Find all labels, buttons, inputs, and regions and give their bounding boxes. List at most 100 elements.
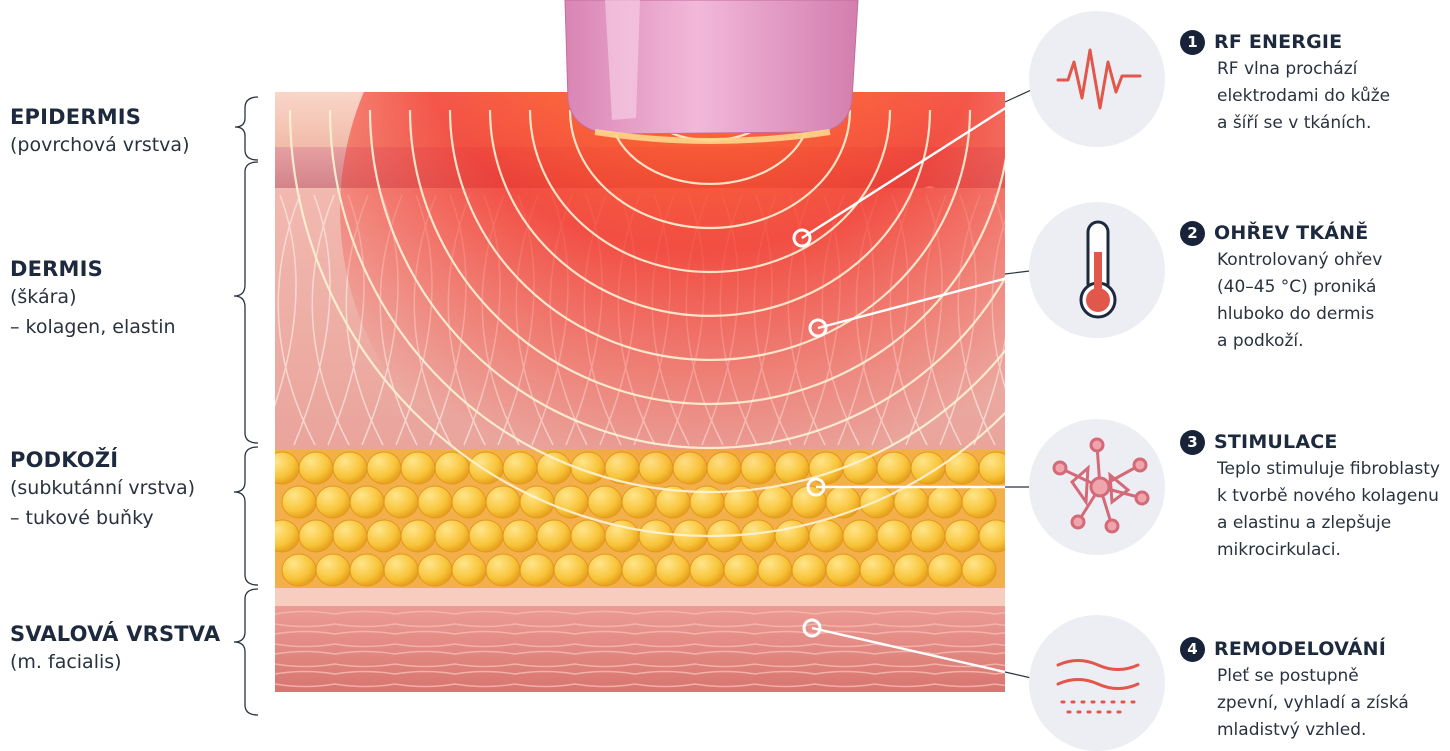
step-icon-3 bbox=[1029, 419, 1165, 555]
step-header: 2 OHŘEV TKÁNĚ bbox=[1180, 219, 1448, 247]
fat-cell bbox=[384, 486, 418, 518]
fascia-layer bbox=[275, 588, 1005, 608]
muscle-layer bbox=[275, 606, 1005, 692]
fat-cell bbox=[282, 554, 316, 586]
brace-dermis bbox=[234, 162, 258, 443]
fat-cell bbox=[333, 520, 367, 552]
fat-cell bbox=[316, 554, 350, 586]
fat-cell bbox=[809, 520, 843, 552]
fat-cell bbox=[554, 554, 588, 586]
fat-cell bbox=[945, 452, 979, 484]
fat-cell bbox=[724, 554, 758, 586]
layer-description: – tukové buňky bbox=[10, 503, 195, 533]
fat-cell bbox=[622, 554, 656, 586]
fat-cell bbox=[894, 554, 928, 586]
layer-label-svalova-vrstva: SVALOVÁ VRSTVA (m. facialis) bbox=[10, 621, 220, 677]
fat-cell bbox=[282, 486, 316, 518]
fat-cell bbox=[486, 554, 520, 586]
fat-cell bbox=[979, 520, 1013, 552]
layer-subtitle: (povrchová vrstva) bbox=[10, 130, 189, 160]
step-text: elektrodami do kůže bbox=[1180, 83, 1448, 110]
fat-cell bbox=[265, 452, 299, 484]
fat-cell bbox=[418, 486, 452, 518]
brace-muscle bbox=[234, 589, 258, 715]
fat-cell bbox=[299, 520, 333, 552]
step-title: STIMULACE bbox=[1214, 431, 1338, 453]
fat-cell bbox=[826, 554, 860, 586]
step-text: Teplo stimuluje fibroblasty bbox=[1180, 456, 1448, 483]
connectors-dark bbox=[1005, 86, 1040, 680]
layer-label-dermis: DERMIS (škára) – kolagen, elastin bbox=[10, 256, 176, 342]
step-text: RF vlna prochází bbox=[1180, 56, 1448, 83]
step-text: Kontrolovaný ohřev bbox=[1180, 247, 1448, 274]
step-text: mikrocirkulaci. bbox=[1180, 537, 1448, 564]
fat-cell bbox=[367, 452, 401, 484]
layer-description: – kolagen, elastin bbox=[10, 312, 176, 342]
step-number-badge: 1 bbox=[1180, 30, 1205, 55]
step-number-badge: 2 bbox=[1180, 221, 1205, 246]
layer-subtitle: (m. facialis) bbox=[10, 647, 220, 677]
step-text: k tvorbě nového kolagenu bbox=[1180, 483, 1448, 510]
fat-cell bbox=[350, 554, 384, 586]
step-ohrev-tkane: 2 OHŘEV TKÁNĚ Kontrolovaný ohřev (40–45 … bbox=[1180, 219, 1448, 355]
fat-cell bbox=[401, 452, 435, 484]
fat-cell bbox=[877, 520, 911, 552]
fat-cell bbox=[792, 554, 826, 586]
fat-cell bbox=[265, 520, 299, 552]
fat-cell bbox=[503, 520, 537, 552]
step-text: a šíří se v tkáních. bbox=[1180, 110, 1448, 137]
fat-cell bbox=[860, 554, 894, 586]
step-text: a elastinu a zlepšuje bbox=[1180, 510, 1448, 537]
fat-cell bbox=[843, 520, 877, 552]
layer-title: EPIDERMIS bbox=[10, 104, 189, 130]
step-icon-2 bbox=[1029, 202, 1165, 338]
step-number-badge: 3 bbox=[1180, 430, 1205, 455]
fat-cell bbox=[758, 554, 792, 586]
layer-label-epidermis: EPIDERMIS (povrchová vrstva) bbox=[10, 104, 189, 160]
fat-cell bbox=[979, 452, 1013, 484]
step-text: a podkoží. bbox=[1180, 328, 1448, 355]
fat-cell bbox=[367, 520, 401, 552]
fat-cell bbox=[418, 554, 452, 586]
fat-cell bbox=[401, 520, 435, 552]
fat-cell bbox=[537, 520, 571, 552]
step-text: hluboko do dermis bbox=[1180, 301, 1448, 328]
layer-label-podkozi: PODKOŽÍ (subkutánní vrstva) – tukové buň… bbox=[10, 447, 195, 533]
step-remodelovani: 4 REMODELOVÁNÍ Pleť se postupně zpevní, … bbox=[1180, 635, 1448, 744]
fat-cell bbox=[962, 554, 996, 586]
fat-cell bbox=[945, 520, 979, 552]
fat-cell bbox=[962, 486, 996, 518]
fat-cell bbox=[452, 554, 486, 586]
fat-cell bbox=[452, 486, 486, 518]
step-text: Pleť se postupně bbox=[1180, 663, 1448, 690]
fat-cell bbox=[928, 486, 962, 518]
step-icon-1 bbox=[1029, 11, 1165, 147]
fat-cell bbox=[588, 554, 622, 586]
step-number-badge: 4 bbox=[1180, 637, 1205, 662]
layer-title: PODKOŽÍ bbox=[10, 447, 195, 473]
step-text: zpevní, vyhladí a získá bbox=[1180, 690, 1448, 717]
step-text: mladistvý vzhled. bbox=[1180, 717, 1448, 744]
fat-cell bbox=[656, 554, 690, 586]
layer-title: SVALOVÁ VRSTVA bbox=[10, 621, 220, 647]
fat-cell bbox=[520, 554, 554, 586]
fat-cell bbox=[316, 486, 350, 518]
step-header: 3 STIMULACE bbox=[1180, 428, 1448, 456]
step-title: RF ENERGIE bbox=[1214, 31, 1342, 53]
step-text: (40–45 °C) proniká bbox=[1180, 274, 1448, 301]
fat-cell bbox=[350, 486, 384, 518]
fat-cell bbox=[469, 520, 503, 552]
layer-subtitle: (subkutánní vrstva) bbox=[10, 473, 195, 503]
brace-podkozi bbox=[234, 447, 258, 585]
fat-cell bbox=[333, 452, 367, 484]
step-stimulace: 3 STIMULACE Teplo stimuluje fibroblasty … bbox=[1180, 428, 1448, 564]
step-header: 1 RF ENERGIE bbox=[1180, 28, 1448, 56]
brace-epidermis bbox=[235, 97, 258, 160]
step-rf-energie: 1 RF ENERGIE RF vlna prochází elektrodam… bbox=[1180, 28, 1448, 137]
fat-cell bbox=[690, 554, 724, 586]
step-icon-4 bbox=[1029, 615, 1165, 751]
fat-cell bbox=[911, 520, 945, 552]
fat-cell bbox=[384, 554, 418, 586]
fat-cell bbox=[435, 520, 469, 552]
layer-title: DERMIS bbox=[10, 256, 176, 282]
